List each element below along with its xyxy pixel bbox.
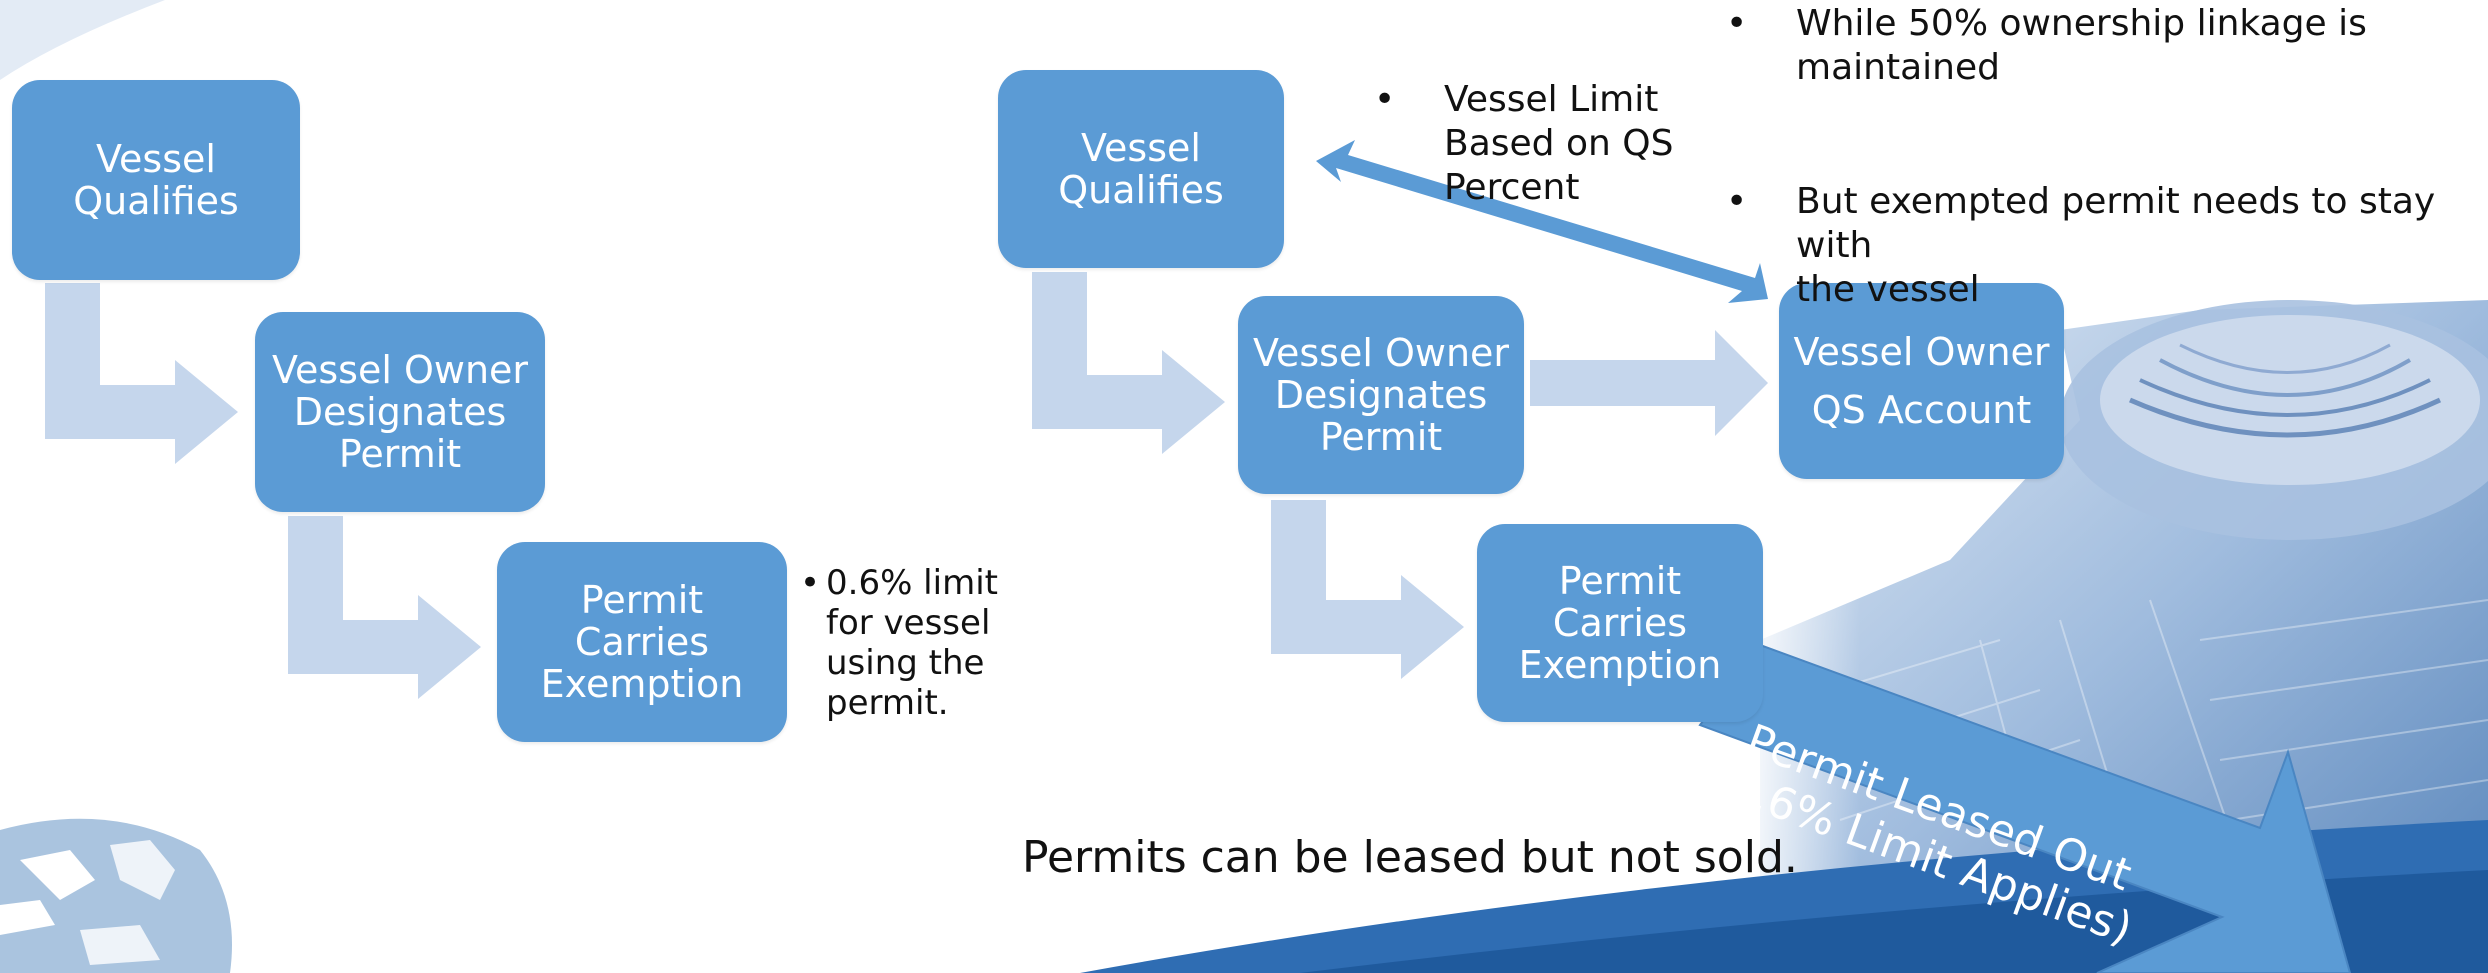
box-line: Exemption	[540, 662, 744, 706]
right-box-qs-account: Vessel Owner QS Account	[1779, 283, 2064, 479]
box-line: Qualifies	[73, 179, 239, 223]
box-line: Permit	[580, 578, 704, 622]
right-box-owner-designates: Vessel Owner Designates Permit	[1238, 296, 1524, 494]
left-box-vessel-qualifies: Vessel Qualifies	[12, 80, 300, 280]
bullet-line: Vessel Limit	[1444, 79, 1659, 120]
note-line: permit.	[826, 683, 949, 723]
globe-logo	[0, 818, 232, 973]
box-line: Vessel	[96, 137, 216, 181]
bullet-line: While 50% ownership linkage is	[1796, 3, 2367, 44]
box-line: QS Account	[1811, 388, 2032, 432]
box-line: Vessel Owner	[1793, 330, 2050, 374]
bullet-ownership-linkage: • While 50% ownership linkage is maintai…	[1726, 2, 2466, 97]
right-connector-horizontal	[1530, 330, 1768, 436]
bullet-vessel-limit: • Vessel Limit Based on QS Percent	[1374, 78, 1694, 218]
bullet-symbol: •	[1726, 3, 1748, 44]
bullet-line: the vessel	[1796, 269, 1980, 310]
bullet-line: maintained	[1796, 47, 2000, 88]
box-line: Carries	[1552, 601, 1688, 645]
left-limit-note: • 0.6% limit for vessel using the permit…	[800, 563, 998, 723]
box-line: Exemption	[1518, 643, 1722, 687]
note-bullet: •	[800, 563, 821, 603]
note-line: using the	[826, 643, 985, 683]
box-line: Designates	[1274, 373, 1488, 417]
bullet-symbol: •	[1726, 181, 1748, 222]
box-line: Vessel Owner	[271, 348, 529, 392]
top-left-swoosh	[0, 0, 165, 80]
box-line: Designates	[293, 390, 507, 434]
box-line: Carries	[574, 620, 710, 664]
left-connector-1	[45, 283, 238, 464]
right-connector-1	[1032, 272, 1225, 454]
bullet-line: Based on QS	[1444, 123, 1674, 164]
left-box-permit-carries: Permit Carries Exemption	[497, 542, 787, 742]
box-line: Vessel Owner	[1252, 331, 1510, 375]
note-line: for vessel	[826, 603, 991, 643]
right-box-permit-carries: Permit Carries Exemption	[1477, 524, 1763, 722]
box-line: Vessel	[1081, 126, 1201, 170]
leased-out-arrow	[1698, 643, 2352, 973]
box-line: Permit	[338, 432, 462, 476]
note-line: 0.6% limit	[826, 563, 998, 603]
bullet-line: Percent	[1444, 167, 1580, 208]
box-line: Permit	[1558, 559, 1682, 603]
bullet-symbol: •	[1374, 79, 1396, 120]
right-connector-2	[1271, 500, 1464, 679]
left-connector-2	[288, 516, 481, 699]
right-box-vessel-qualifies: Vessel Qualifies	[998, 70, 1284, 268]
footer-statement: Permits can be leased but not sold.	[1022, 832, 1798, 883]
double-arrow	[1316, 140, 1768, 303]
left-box-owner-designates: Vessel Owner Designates Permit	[255, 312, 545, 512]
box-line: Permit	[1319, 415, 1443, 459]
bullet-exempted-permit: • But exempted permit needs to stay with…	[1726, 180, 2466, 310]
bullet-line: But exempted permit needs to stay with	[1796, 181, 2436, 266]
box-line: Qualifies	[1058, 168, 1224, 212]
